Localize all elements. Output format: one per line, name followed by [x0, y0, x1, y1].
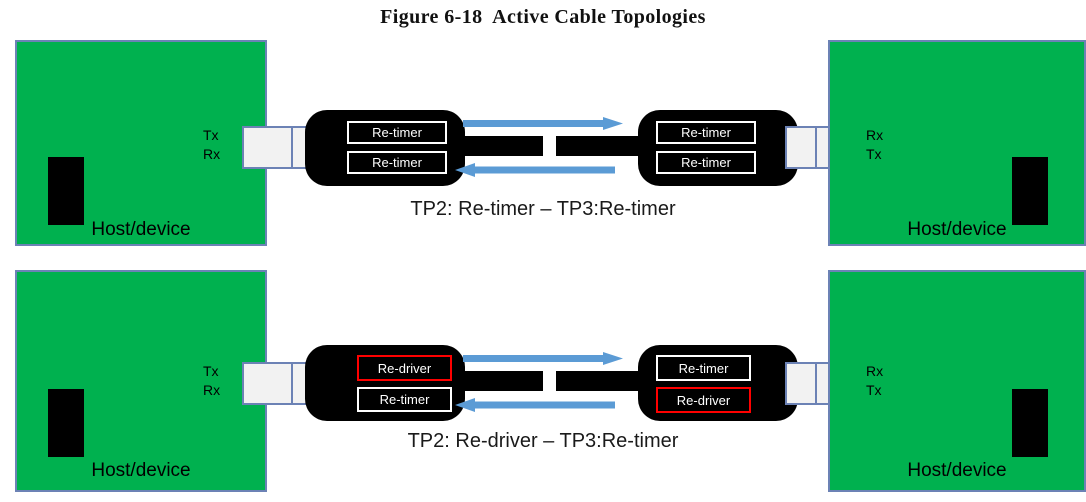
port-label-tx: Tx: [866, 146, 882, 162]
port-label-rx: Rx: [203, 146, 221, 162]
topology-caption-row1: TP2: Re-timer – TP3:Re-timer: [410, 198, 676, 220]
module-box-top: Re-timer: [347, 121, 447, 144]
host-device-label: Host/device: [907, 460, 1007, 481]
host-device-label: Host/device: [907, 219, 1007, 240]
chip-icon: [1012, 157, 1048, 225]
port-label-tx: Tx: [203, 127, 219, 143]
cable-bar-left-row1: [453, 136, 543, 156]
module-box-bottom: Re-timer: [656, 151, 756, 174]
connector-divider: [291, 364, 293, 403]
host-device-right-row2: Host/device: [828, 270, 1086, 492]
figure-title: Figure 6-18 Active Cable Topologies: [380, 6, 706, 28]
connector-divider: [815, 364, 817, 403]
module-box-bottom: Re-timer: [357, 387, 452, 412]
cable-bar-right-row1: [556, 136, 646, 156]
module-box-top: Re-timer: [656, 121, 756, 144]
chip-icon: [48, 157, 84, 225]
host-device-left-row1: Host/device: [15, 40, 267, 246]
cable-bar-right-row2: [556, 371, 646, 391]
module-box-bottom: Re-driver: [656, 387, 751, 413]
cable-module-left-row2: Re-driver Re-timer: [305, 345, 465, 421]
host-device-label: Host/device: [91, 460, 191, 481]
host-device-label: Host/device: [91, 219, 191, 240]
module-box-bottom: Re-timer: [347, 151, 447, 174]
module-box-top: Re-driver: [357, 355, 452, 381]
host-device-left-row2: Host/device: [15, 270, 267, 492]
port-label-tx: Tx: [866, 382, 882, 398]
port-label-rx: Rx: [203, 382, 221, 398]
chip-icon: [1012, 389, 1048, 457]
port-label-tx: Tx: [203, 363, 219, 379]
connector-divider: [815, 128, 817, 167]
connector-divider: [291, 128, 293, 167]
port-label-rx: Rx: [866, 127, 884, 143]
topology-caption-row2: TP2: Re-driver – TP3:Re-timer: [407, 430, 679, 452]
cable-bar-left-row2: [453, 371, 543, 391]
cable-module-right-row1: Re-timer Re-timer: [638, 110, 798, 186]
host-device-right-row1: Host/device: [828, 40, 1086, 246]
cable-module-right-row2: Re-timer Re-driver: [638, 345, 798, 421]
cable-module-left-row1: Re-timer Re-timer: [305, 110, 465, 186]
port-label-rx: Rx: [866, 363, 884, 379]
module-box-top: Re-timer: [656, 355, 751, 381]
chip-icon: [48, 389, 84, 457]
